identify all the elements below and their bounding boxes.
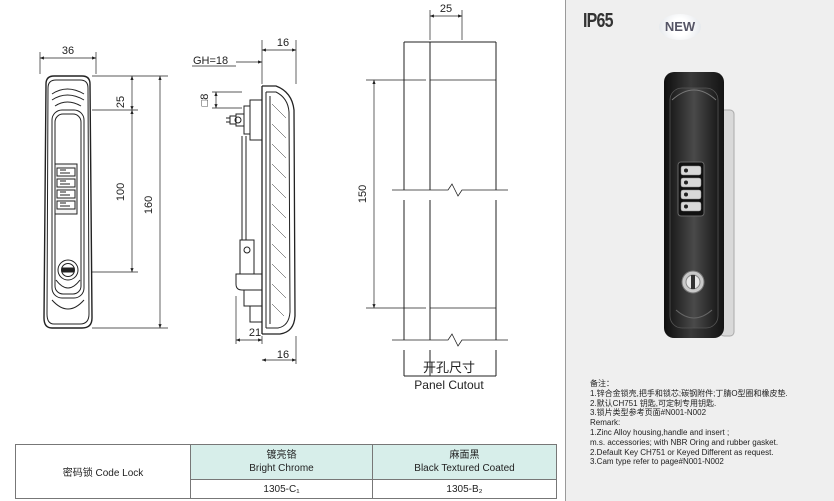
remark-line: Remark:: [590, 418, 621, 428]
code-black-cell: 1305-B₂: [372, 479, 557, 499]
ip-rating-badge: IP65: [583, 10, 614, 32]
dim-front-slot: 100: [115, 183, 127, 201]
finish-header-black: 麻面黑 Black Textured Coated: [372, 444, 557, 480]
dim-side-gh: GH=18: [193, 55, 228, 67]
product-info-panel: IP65 NEW: [565, 0, 834, 501]
dim-cutout-width: 25: [440, 3, 452, 15]
side-dimensions: [192, 40, 297, 364]
dim-side-bottom-21: 21: [249, 327, 261, 339]
code-chrome-cell: 1305-C₁: [190, 479, 373, 499]
new-badge: NEW: [659, 14, 701, 40]
remark-line: 3.锁片类型参考页面#N001-N002: [590, 408, 707, 418]
dim-front-width: 36: [62, 45, 74, 57]
product-name-cell: 密码锁 Code Lock: [15, 444, 191, 499]
finish-black-cn: 麻面黑: [449, 450, 480, 461]
spec-table: 密码锁 Code Lock 镀亮铬 Bright Chrome 麻面黑 Blac…: [15, 444, 557, 499]
product-photo: [664, 72, 735, 338]
remark-line: 2.默认CH751 钥匙,可定制专用钥匙.: [590, 398, 717, 408]
remark-line: 备注：: [590, 379, 614, 388]
dim-front-top: 25: [115, 96, 127, 108]
dim-side-bottom-16: 16: [277, 349, 289, 361]
dim-front-height: 160: [143, 196, 155, 214]
finish-chrome-en: Bright Chrome: [249, 463, 314, 474]
remark-line: m.s. accessories; with NBR Oring and rub…: [590, 437, 779, 447]
dim-cutout-height: 150: [357, 185, 369, 203]
front-view: [43, 75, 93, 329]
cutout-dimensions: [366, 10, 496, 309]
finish-header-chrome: 镀亮铬 Bright Chrome: [190, 444, 373, 480]
dim-side-square: □8: [199, 94, 211, 107]
cutout-label-cn: 开孔尺寸: [423, 360, 475, 375]
side-view: [226, 85, 296, 335]
remark-line: 1.Zinc Alloy housing,handle and insert ;: [590, 427, 730, 437]
remark-line: 1.锌合金锁壳,把手和锁芯;碳钢附件;丁腈O型圈和橡皮垫.: [590, 388, 788, 398]
finish-chrome-cn: 镀亮铬: [266, 450, 297, 461]
remark-line: 3.Cam type refer to page#N001-N002: [590, 457, 724, 467]
finish-black-en: Black Textured Coated: [414, 463, 515, 474]
front-dimensions: [39, 52, 168, 329]
panel-cutout: [392, 41, 508, 377]
remarks-block: 备注： 1.锌合金锁壳,把手和锁芯;碳钢附件;丁腈O型圈和橡皮垫. 2.默认CH…: [590, 379, 834, 467]
front-code-dials: [54, 163, 78, 215]
cutout-label-en: Panel Cutout: [414, 378, 484, 392]
technical-drawing: 36 25 100 160: [39, 3, 508, 392]
dim-side-top-depth: 16: [277, 37, 289, 49]
remark-line: 2.Default Key CH751 or Keyed Different a…: [590, 447, 774, 457]
